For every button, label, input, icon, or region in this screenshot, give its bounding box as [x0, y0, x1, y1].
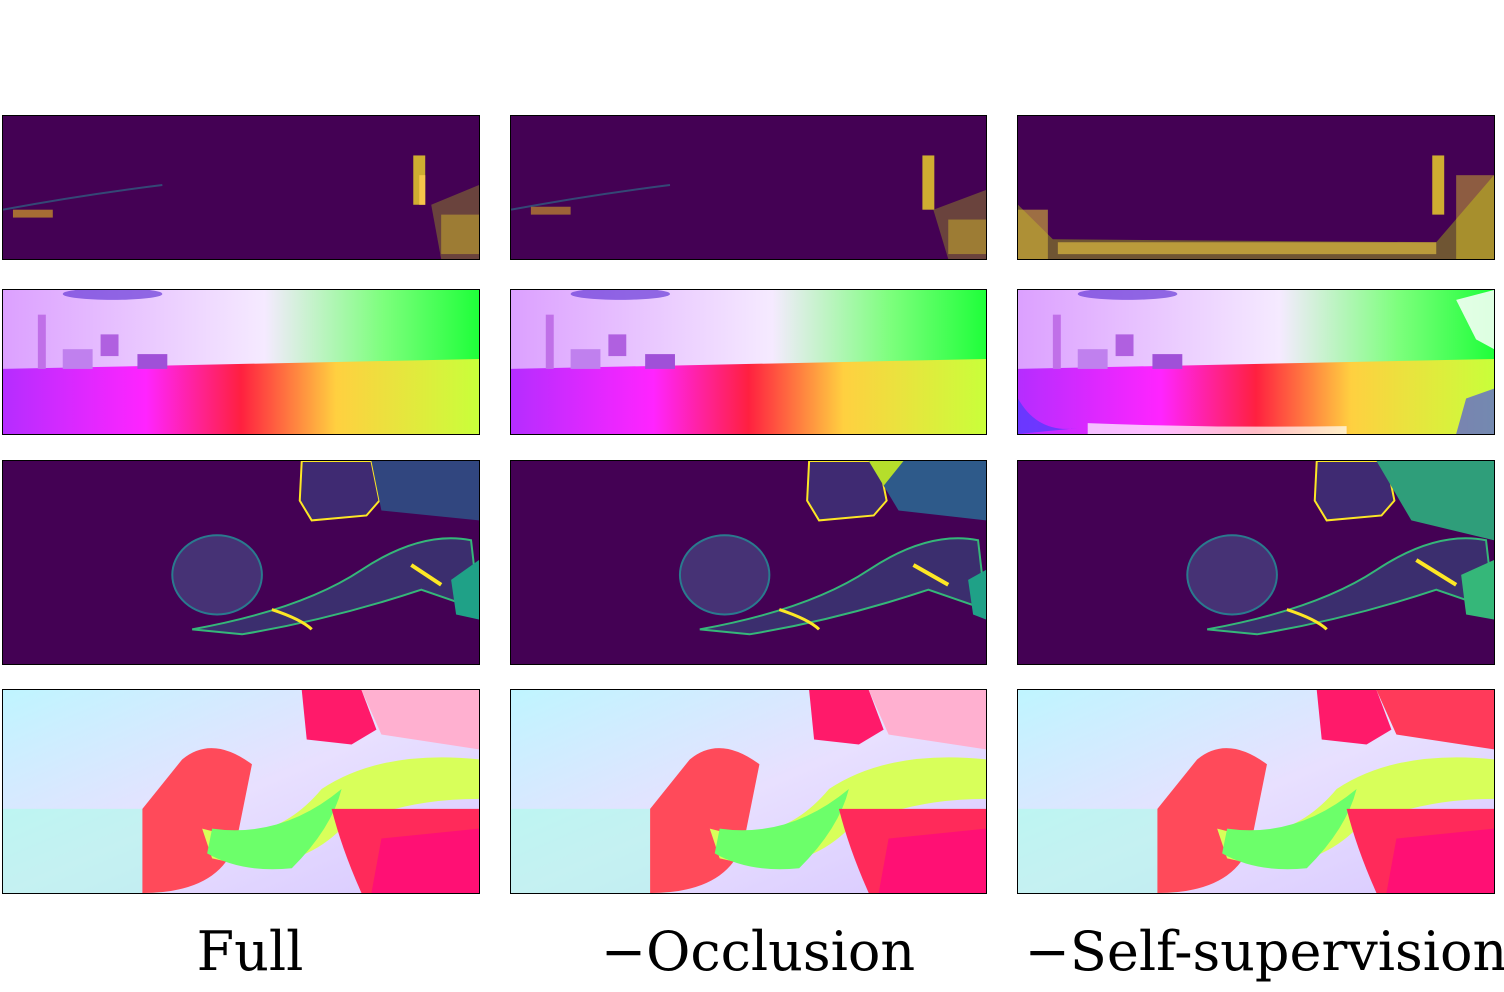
- error-map-people-selfsup: [1017, 460, 1495, 665]
- flow-street-full: [2, 289, 480, 435]
- flow-street-selfsup: [1017, 289, 1495, 435]
- flow-street-occlusion: [510, 289, 987, 435]
- flow-people-occlusion: [510, 689, 987, 894]
- caption-occlusion: −Occlusion: [600, 920, 916, 983]
- error-map-street-selfsup: [1017, 115, 1495, 260]
- caption-self-supervision: −Self-supervision: [1024, 920, 1504, 983]
- flow-people-full: [2, 689, 480, 894]
- flow-people-selfsup: [1017, 689, 1495, 894]
- error-map-people-occlusion: [510, 460, 987, 665]
- error-map-street-full: [2, 115, 480, 260]
- error-map-street-occlusion: [510, 115, 987, 260]
- error-map-people-full: [2, 460, 480, 665]
- caption-full: Full: [196, 920, 304, 983]
